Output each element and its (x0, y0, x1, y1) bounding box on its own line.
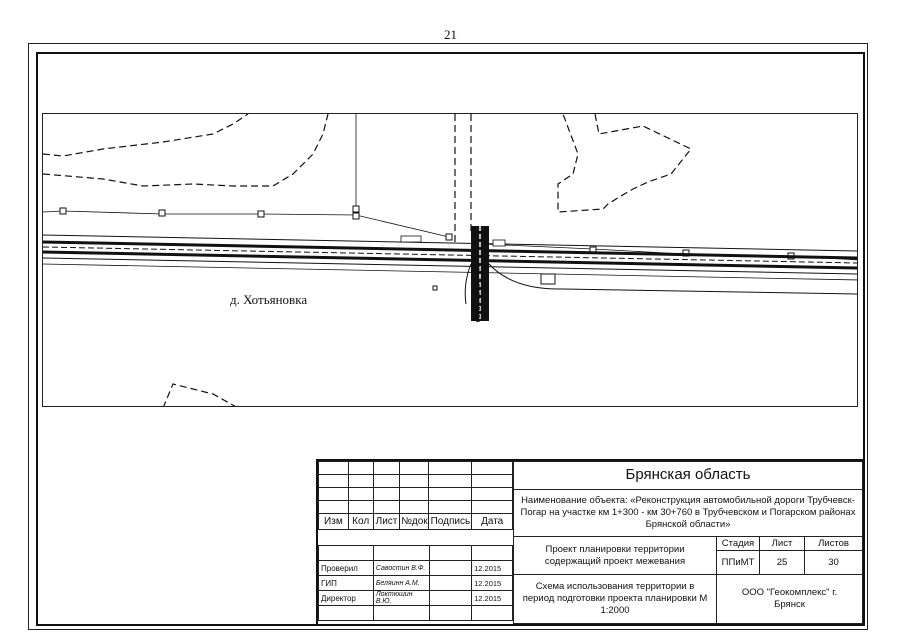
drawing-title: Схема использования территории в период … (513, 574, 717, 624)
parcel-line (43, 210, 450, 238)
sheet-value: 25 (759, 550, 805, 575)
revision-table: Изм Кол Лист №док Подпись Дата (318, 461, 513, 530)
object-name: Наименование объекта: «Реконструкция авт… (513, 489, 863, 537)
project-title: Проект планировки территории содержащий … (513, 536, 717, 575)
map-graphic (43, 114, 857, 406)
name-director: Локтюшин В.Ю. (372, 590, 430, 606)
approvals-table: Проверил Савостин В.Ф. 12.2015 ГИП Беляи… (318, 545, 513, 621)
date-checked: 12.2015 (471, 560, 513, 576)
header-ndok: №док (399, 513, 430, 530)
stage-label: Стадия (716, 536, 760, 551)
header-list: Лист (372, 513, 401, 530)
region-title: Брянская область (513, 461, 863, 490)
role-gip: ГИП (318, 575, 374, 591)
village-label: д. Хотьяновка (230, 292, 308, 307)
territory-boundary-right (557, 114, 692, 213)
bus-stop-icon (540, 273, 556, 285)
stage-value: ППиМТ (716, 550, 760, 575)
sheets-label: Листов (804, 536, 863, 551)
name-checked: Савостин В.Ф. (372, 560, 430, 576)
role-director: Директор (318, 590, 374, 606)
company-name: ООО "Геокомплекс" г. Брянск (716, 574, 863, 624)
page-number: 21 (444, 27, 457, 42)
header-signature: Подпись (428, 513, 473, 530)
territory-boundary-left-lower (43, 114, 329, 187)
date-director: 12.2015 (471, 590, 513, 606)
street-label: ул. Ворошилова (474, 266, 483, 323)
outer-frame (28, 43, 868, 630)
highway (43, 234, 857, 281)
map-drawing (42, 113, 858, 407)
territory-boundary-mid2 (470, 114, 474, 240)
date-gip: 12.2015 (471, 575, 513, 591)
sheet-label: Лист (759, 536, 805, 551)
header-kol: Кол (347, 513, 374, 530)
header-izm: Изм (318, 513, 349, 530)
territory-boundary-bottom (163, 383, 236, 406)
name-gip: Беляинн А.М. (372, 575, 430, 591)
territory-boundary-left (43, 114, 249, 157)
side-road (400, 226, 857, 321)
role-checked: Проверил (318, 560, 374, 576)
sheets-value: 30 (804, 550, 863, 575)
title-block: Изм Кол Лист №док Подпись Дата Проверил … (316, 459, 865, 626)
header-date: Дата (471, 513, 513, 530)
